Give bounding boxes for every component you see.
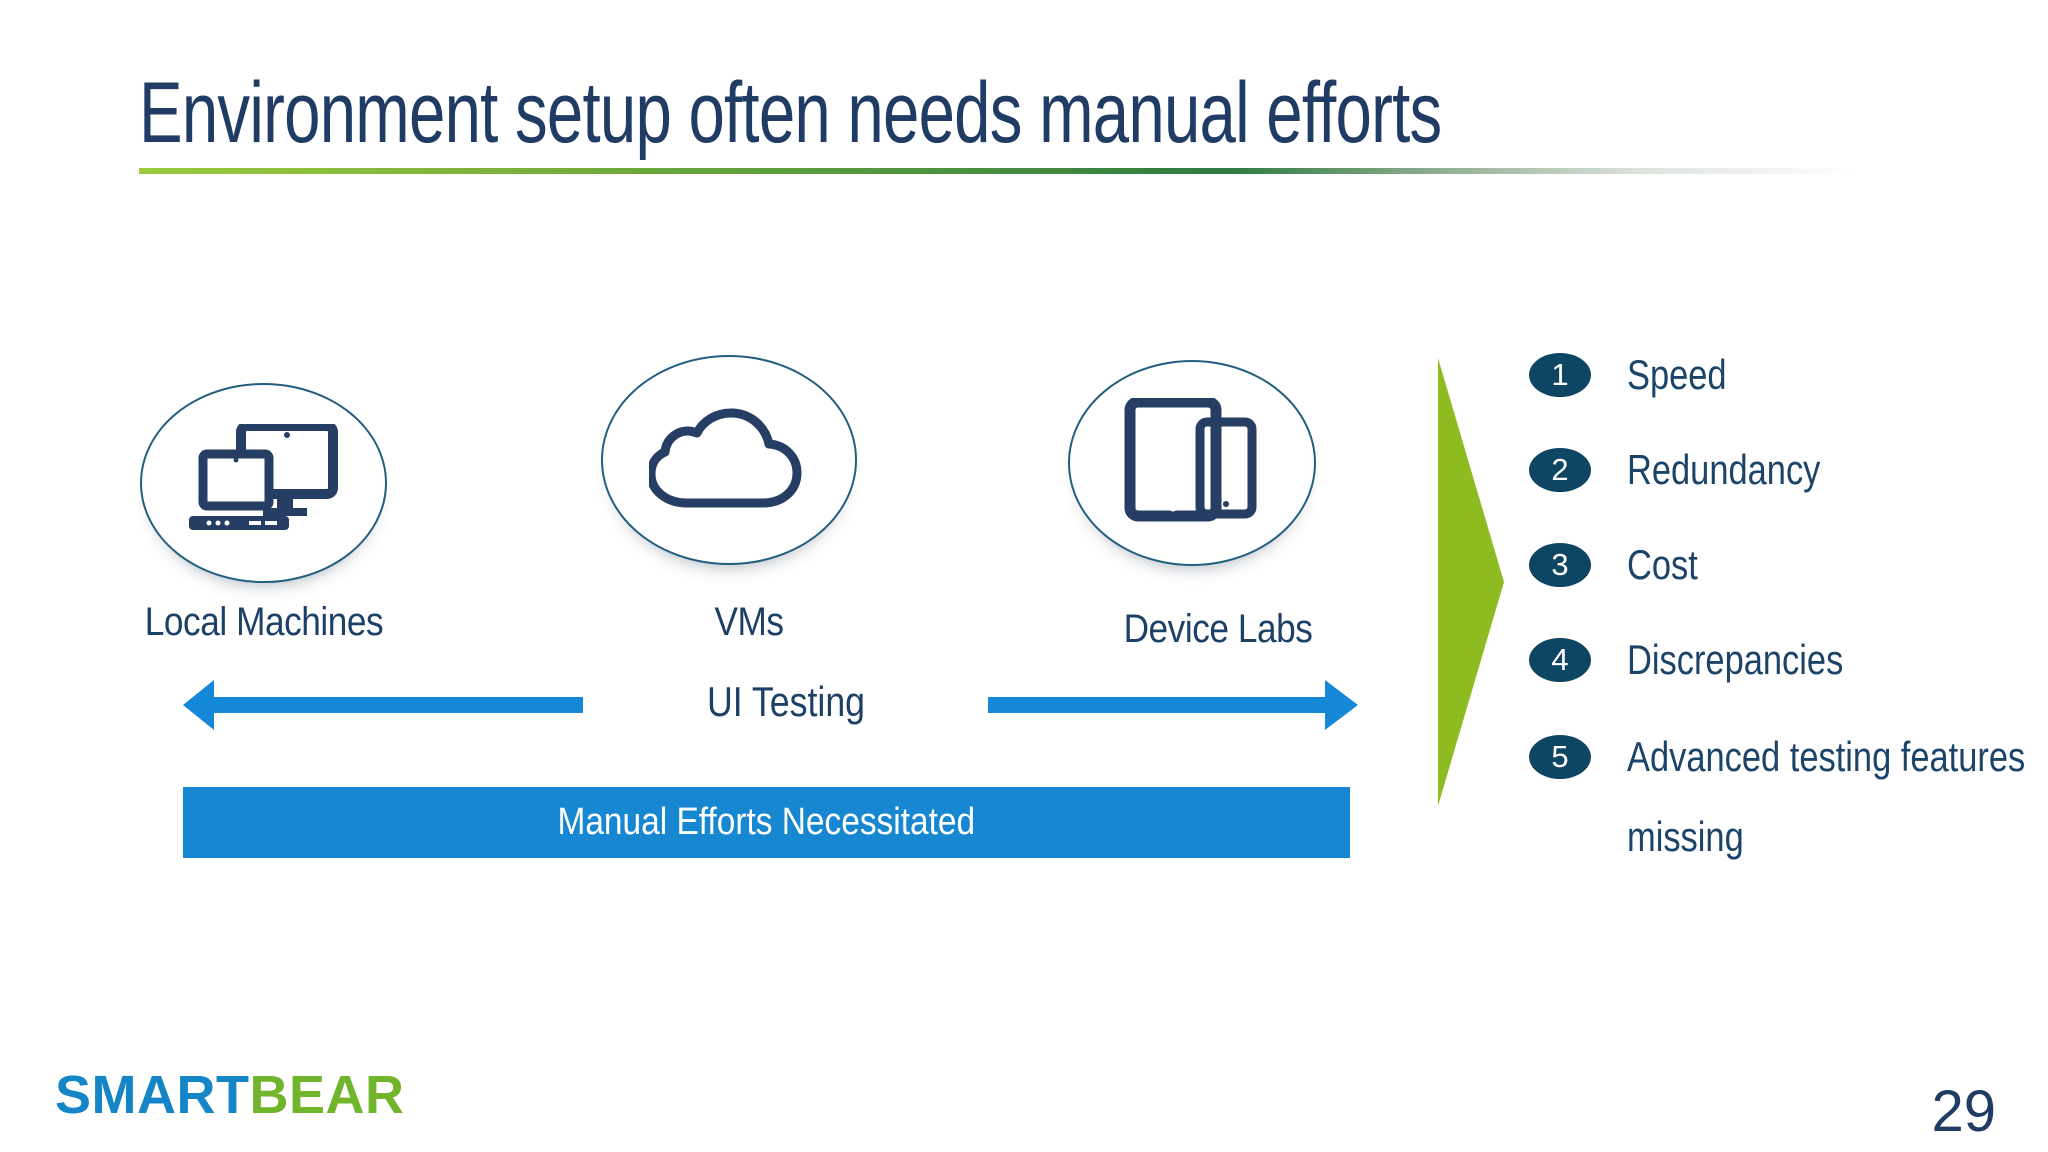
page-number: 29: [1931, 1079, 1996, 1144]
benefit-badge-5: 5: [1529, 735, 1591, 779]
benefit-label-discrepancies: Discrepancies: [1627, 636, 1844, 683]
page-title: Environment setup often needs manual eff…: [139, 65, 1442, 161]
desktop-laptop-icon: [188, 424, 338, 530]
benefit-label-cost: Cost: [1627, 541, 1698, 588]
benefit-badge-3: 3: [1529, 543, 1591, 587]
benefit-number: 1: [1551, 357, 1569, 392]
benefit-number: 5: [1551, 739, 1569, 774]
arrow-left-icon: [183, 680, 583, 730]
tablets-icon: [1124, 398, 1257, 522]
device-labs-label: Device Labs: [1123, 607, 1313, 651]
green-arrow-right-icon: [1438, 358, 1504, 806]
smartbear-logo-bear: BEAR: [249, 1065, 405, 1125]
benefit-number: 4: [1551, 642, 1569, 677]
benefit-label-speed: Speed: [1627, 351, 1727, 398]
benefit-label-advanced-features: Advanced testing features missing: [1627, 733, 2026, 860]
benefit-label-redundancy: Redundancy: [1627, 446, 1821, 493]
local-machines-circle: [140, 383, 387, 583]
local-machines-label: Local Machines: [144, 600, 384, 644]
arrow-right-icon: [988, 680, 1358, 730]
benefit-badge-1: 1: [1529, 353, 1591, 397]
benefit-number: 2: [1551, 452, 1569, 487]
benefit-badge-2: 2: [1529, 448, 1591, 492]
vms-label: VMs: [714, 600, 784, 644]
smartbear-logo-smart: SMART: [55, 1065, 250, 1125]
ui-testing-label: UI Testing: [706, 678, 866, 725]
cloud-icon: [649, 408, 802, 508]
device-labs-circle: [1068, 360, 1316, 566]
manual-efforts-banner-label: Manual Efforts Necessitated: [557, 801, 976, 843]
benefit-number: 3: [1551, 547, 1569, 582]
smartbear-logo: SMARTBEAR: [55, 1064, 405, 1126]
vms-circle: [601, 355, 857, 565]
benefit-badge-4: 4: [1529, 638, 1591, 682]
manual-efforts-banner: Manual Efforts Necessitated: [183, 787, 1350, 858]
title-underline-rule: [139, 168, 1894, 174]
